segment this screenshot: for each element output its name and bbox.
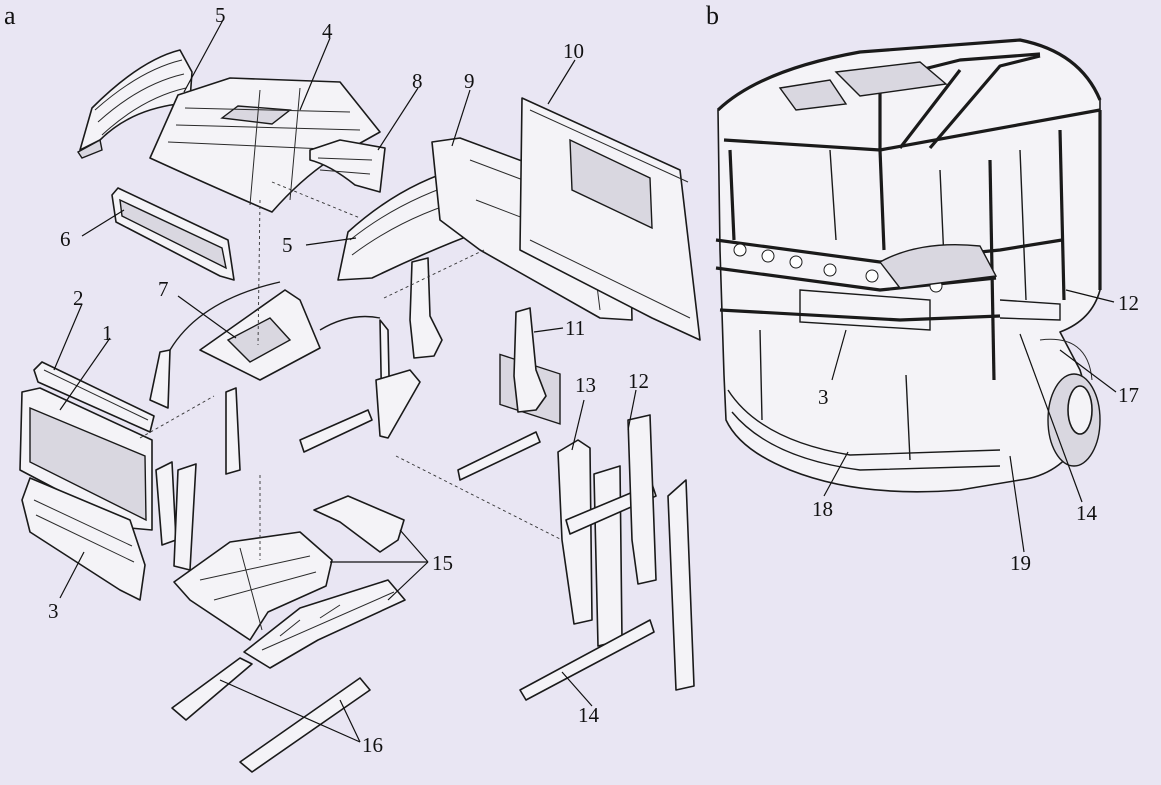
label-b-wheel-arch: 17 <box>1118 383 1139 407</box>
part-roof-spoiler-left <box>76 49 193 159</box>
panel-letter-b: b <box>706 1 719 30</box>
label-sill: 14 <box>578 703 600 727</box>
label-front-panel: 1 <box>102 321 113 345</box>
label-b-pillar-inner: 13 <box>575 373 596 397</box>
part-roof-frame <box>149 281 391 423</box>
label-door-spoiler: 5 <box>282 233 293 257</box>
leaders-a <box>53 19 637 743</box>
part-sill <box>519 619 655 701</box>
part-lower-front-panel <box>21 477 146 601</box>
part-floor-crossmembers <box>171 657 371 773</box>
part-front-panel <box>19 387 153 531</box>
label-roof-panel: 4 <box>322 19 333 43</box>
part-a-pillars <box>155 387 241 571</box>
labels-panel-b: 12 3 17 18 14 19 <box>812 291 1139 575</box>
part-header-panel <box>111 187 235 281</box>
label-rear-pillar: 11 <box>565 316 585 340</box>
label-roof-rear-panel: 8 <box>412 69 423 93</box>
part-floor-panels <box>173 495 406 669</box>
panel-b-cab <box>715 38 1117 553</box>
part-rear-pillar <box>409 257 547 413</box>
label-roof-frame: 7 <box>158 277 169 301</box>
part-b-pillar-assembly <box>557 414 695 691</box>
label-b-side-skirt: 19 <box>1010 551 1031 575</box>
panel-letter-a: a <box>4 1 16 30</box>
label-header-panel: 6 <box>60 227 71 251</box>
label-rear-outer-panel: 10 <box>563 39 584 63</box>
label-floor-crossmembers: 16 <box>362 733 383 757</box>
part-windshield-top-rail <box>33 361 155 433</box>
assembly-guides <box>139 181 563 560</box>
label-floor-panels: 15 <box>432 551 453 575</box>
panel-a-parts <box>19 19 701 773</box>
labels-panel-a: 5 4 8 9 10 6 5 2 1 7 11 13 12 15 3 16 14 <box>48 3 649 757</box>
part-brackets <box>299 369 541 481</box>
label-windshield-top-rail: 2 <box>73 286 84 310</box>
label-b-lower-front: 3 <box>818 385 829 409</box>
label-b-pillar: 12 <box>628 369 649 393</box>
label-lower-front-panel: 3 <box>48 599 59 623</box>
label-b-cross-member: 12 <box>1118 291 1139 315</box>
label-b-bumper: 18 <box>812 497 833 521</box>
part-rear-outer-panel <box>519 97 701 341</box>
label-roof-spoiler-upper: 5 <box>215 3 226 27</box>
part-roof-panel <box>149 77 386 213</box>
label-rear-wall: 9 <box>464 69 475 93</box>
leaders-b <box>823 289 1117 553</box>
label-b-sill: 14 <box>1076 501 1098 525</box>
